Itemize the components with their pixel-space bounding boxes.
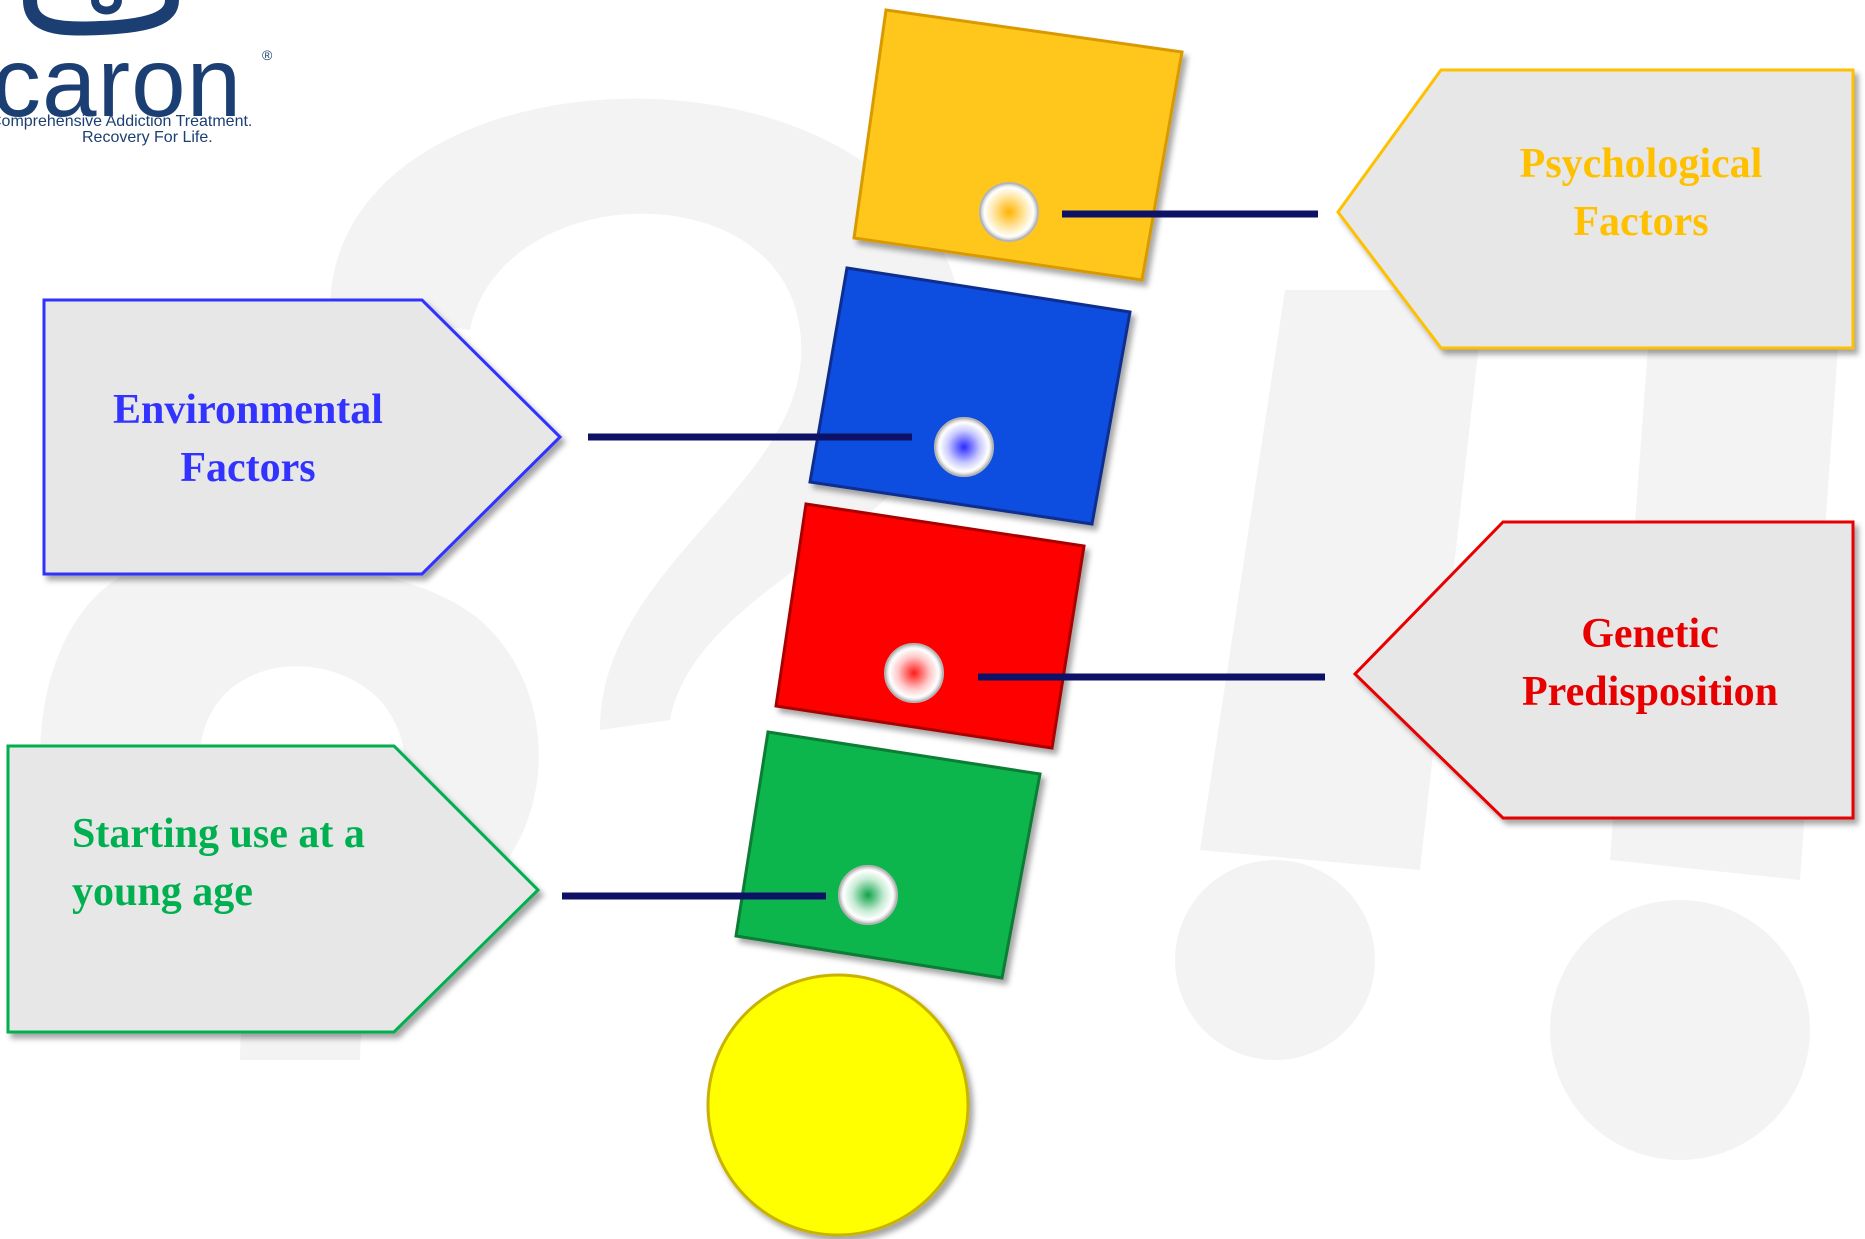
label-psychological-line2: Factors (1573, 199, 1708, 245)
block-environmental (808, 266, 1132, 526)
dot-environmental (934, 417, 994, 477)
label-environmental-line2: Factors (180, 445, 315, 491)
callout-environmental: Environmental Factors (42, 298, 563, 576)
callout-young-age: Starting use at a young age (6, 744, 541, 1034)
label-environmental-line1: Environmental (113, 387, 383, 433)
dot-genetic (884, 643, 944, 703)
label-young-age-line2: young age (72, 869, 253, 915)
dot-young-age (838, 865, 898, 925)
logo-tagline-line1: Comprehensive Addiction Treatment. (0, 113, 252, 130)
label-young-age-line1: Starting use at a (72, 811, 365, 857)
dot-psychological (979, 182, 1039, 242)
base-circle (706, 973, 970, 1237)
callout-genetic: Genetic Predisposition (1352, 520, 1855, 820)
label-genetic-line2: Predisposition (1522, 669, 1778, 715)
callout-psychological: Psychological Factors (1336, 68, 1855, 350)
connectors (562, 210, 1325, 900)
block-genetic (774, 502, 1086, 750)
logo-mark-icon (23, 0, 179, 36)
block-young-age (734, 730, 1042, 980)
label-genetic-line1: Genetic (1581, 611, 1719, 657)
label-psychological-line1: Psychological (1520, 141, 1763, 187)
logo-registered-mark: ® (262, 47, 273, 63)
logo-tagline-line2: Recovery For Life. (82, 129, 213, 146)
block-dots (838, 182, 1039, 925)
caron-logo: caron ® Comprehensive Addiction Treatmen… (0, 0, 273, 146)
logo-wordmark: caron (0, 27, 242, 137)
